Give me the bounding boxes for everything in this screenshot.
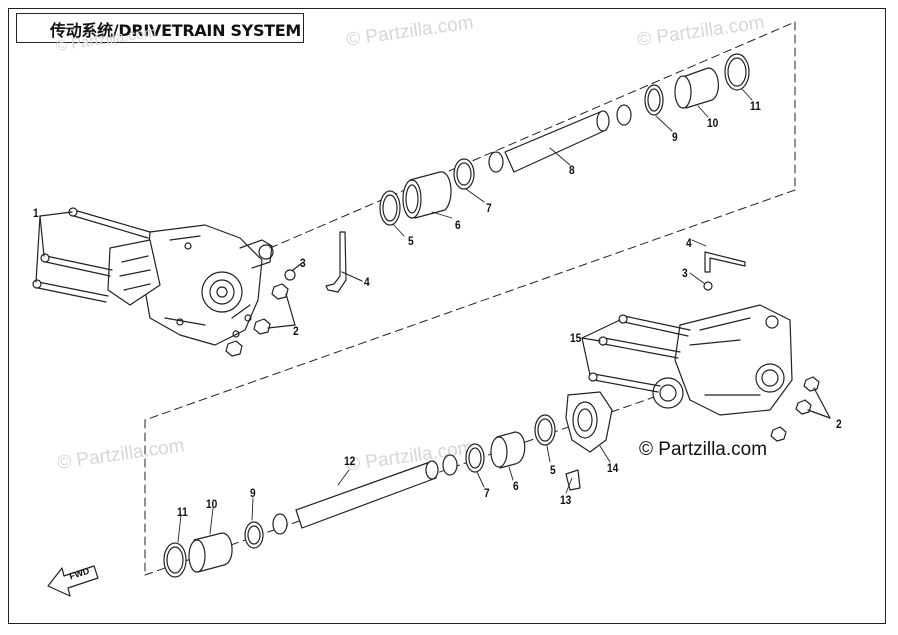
- rear-differential: [652, 304, 793, 416]
- callout-7-rear: 7: [484, 486, 490, 500]
- nuts-2-front: [225, 283, 296, 357]
- title-box: [16, 13, 304, 43]
- callout-15: 15: [570, 331, 582, 345]
- nuts-2-rear: [770, 376, 831, 442]
- bolts-1: [32, 207, 151, 303]
- callout-9-rear: 9: [250, 486, 256, 500]
- front-differential: [107, 224, 274, 346]
- callout-6-rear: 6: [513, 479, 519, 493]
- callout-5: 5: [408, 234, 414, 248]
- callout-11-rear: 11: [177, 505, 188, 519]
- vent-hose-front: [284, 231, 363, 293]
- callout-6: 6: [455, 218, 461, 232]
- callout-1: 1: [33, 206, 39, 220]
- flange-14: [565, 391, 613, 491]
- callout-5-rear: 5: [550, 463, 556, 477]
- callout-3-rear: 3: [682, 266, 688, 280]
- callout-11: 11: [750, 99, 761, 113]
- diagram-title: 传动系统/DRIVETRAIN SYSTEM: [50, 21, 302, 40]
- callout-10-rear: 10: [206, 497, 218, 511]
- callout-4: 4: [364, 275, 370, 289]
- callout-2: 2: [293, 324, 299, 338]
- callout-9: 9: [672, 130, 678, 144]
- rear-hose-vent-bolts: [581, 251, 746, 393]
- rear-shaft-parts: [163, 414, 556, 578]
- front-shaft-parts: [379, 53, 750, 226]
- callout-13: 13: [560, 493, 572, 507]
- callout-3: 3: [300, 256, 306, 270]
- leader-lines: [177, 88, 753, 543]
- fwd-arrow: [47, 565, 99, 597]
- diagram-frame: [8, 8, 886, 624]
- callout-10: 10: [707, 116, 719, 130]
- callout-8: 8: [569, 163, 575, 177]
- callout-14: 14: [607, 461, 619, 475]
- callout-7: 7: [486, 201, 492, 215]
- callout-12: 12: [344, 454, 356, 468]
- callout-2-rear: 2: [836, 417, 842, 431]
- callout-4-rear: 4: [686, 236, 692, 250]
- brand-label: © Partzilla.com: [639, 439, 768, 460]
